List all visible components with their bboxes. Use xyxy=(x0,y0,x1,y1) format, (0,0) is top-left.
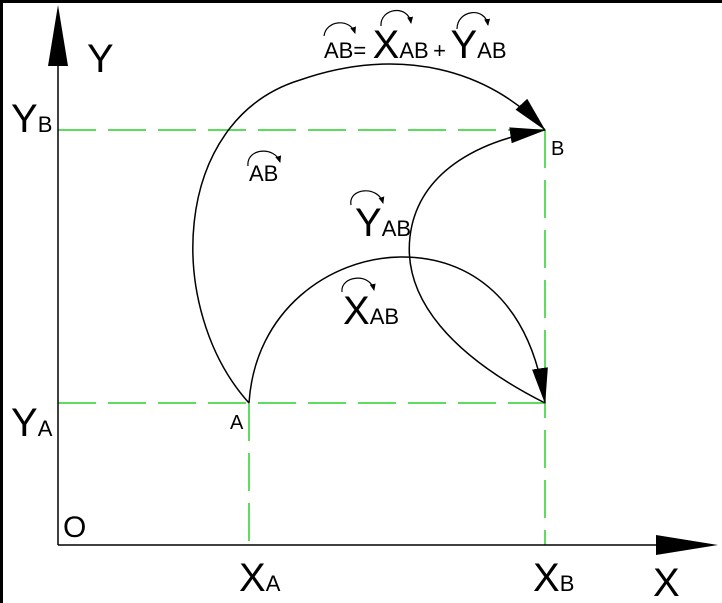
xb-label: XB xyxy=(533,558,574,598)
yb-label: YB xyxy=(11,99,52,139)
formula-plus: + xyxy=(433,38,447,63)
yb-main: Y xyxy=(11,97,38,141)
yb-sub: B xyxy=(37,112,53,137)
y-axis-arrow-icon xyxy=(48,5,68,66)
arc-ab-label: AB xyxy=(249,161,279,186)
xa-label: XA xyxy=(239,558,280,598)
formula-x-sub: AB xyxy=(399,38,429,63)
xb-main: X xyxy=(533,556,560,600)
ya-main: Y xyxy=(11,401,38,445)
arc-yab-label: YAB xyxy=(355,203,411,243)
formula-y-main: Y xyxy=(450,23,478,67)
axes xyxy=(57,60,660,546)
formula-xab-arc-icon xyxy=(380,9,414,27)
origin-label: O xyxy=(63,511,87,544)
xa-sub: A xyxy=(265,571,281,596)
x-axis-arrow-icon xyxy=(656,535,718,555)
formula-equals: = xyxy=(353,38,367,63)
arc-xab-label: XAB xyxy=(343,291,399,331)
ya-sub: A xyxy=(37,416,53,441)
arc-xab-main: X xyxy=(343,289,370,333)
arc-ab xyxy=(192,63,546,404)
label-yab-arc-icon xyxy=(350,190,385,206)
arc-xab xyxy=(248,256,548,404)
x-axis-label: X xyxy=(653,561,680,603)
formula-y-sub: AB xyxy=(477,38,507,63)
point-a-label: A xyxy=(230,412,244,434)
point-b-label: B xyxy=(551,138,565,160)
label-xab-arc-icon xyxy=(341,277,376,293)
xa-main: X xyxy=(239,556,266,600)
guide-lines xyxy=(58,129,546,545)
formula-lhs: AB xyxy=(324,38,354,63)
xb-sub: B xyxy=(559,571,575,596)
formula-x-main: X xyxy=(372,23,400,67)
formula: AB= XAB + YAB xyxy=(324,25,507,65)
ya-label: YA xyxy=(11,403,52,443)
arc-yab xyxy=(408,127,546,404)
arc-yab-main: Y xyxy=(355,201,382,245)
formula-ab-arc-icon xyxy=(323,22,356,37)
arc-xab-sub: AB xyxy=(369,304,400,329)
arc-yab-sub: AB xyxy=(381,216,412,241)
label-ab-arc-icon xyxy=(247,150,282,167)
formula-yab-arc-icon xyxy=(456,11,491,30)
y-axis-label: Y xyxy=(87,37,114,81)
